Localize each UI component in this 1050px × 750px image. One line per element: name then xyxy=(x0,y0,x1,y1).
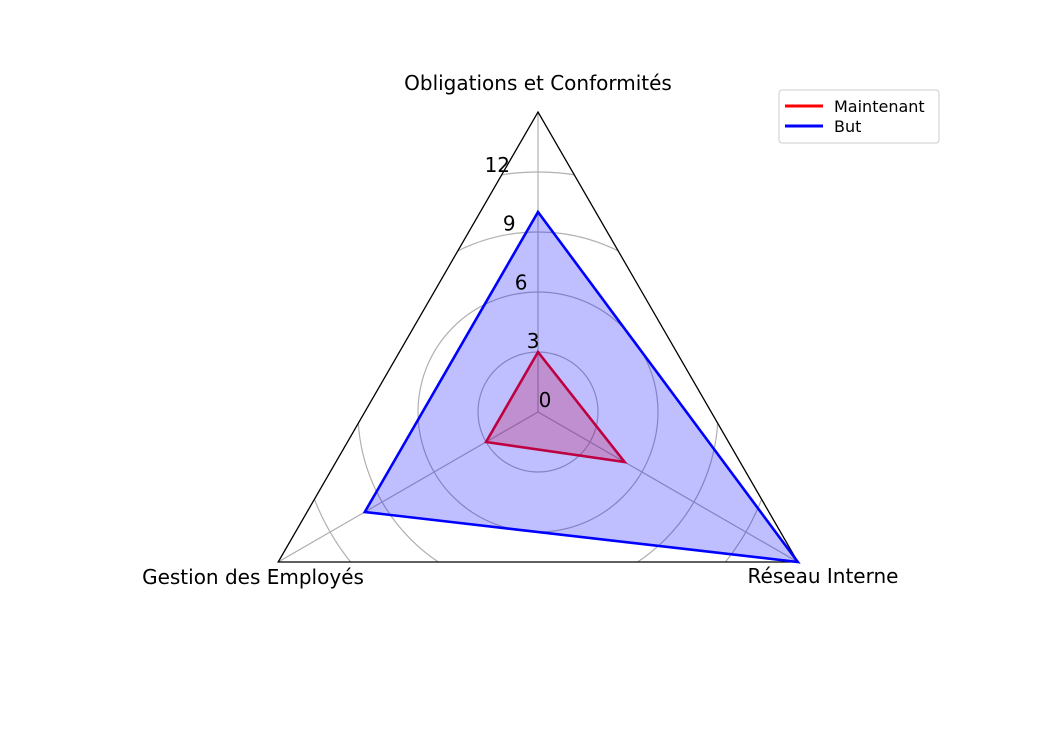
r-tick-label: 6 xyxy=(515,270,528,294)
r-tick-label: 12 xyxy=(485,153,510,177)
radar-series xyxy=(362,209,801,564)
axis-label-1: Réseau Interne xyxy=(748,564,899,588)
radial-tick-labels: 0 3 6 9 12 xyxy=(485,153,552,412)
radar-frame xyxy=(277,110,799,563)
series-area-but xyxy=(364,212,798,562)
series-line-maintenant xyxy=(483,349,628,464)
axis-label-2: Gestion des Employés xyxy=(142,565,364,589)
legend: Maintenant But xyxy=(778,89,940,144)
legend-box xyxy=(778,89,940,144)
axis-label-0: Obligations et Conformités xyxy=(404,71,672,95)
series-area-maintenant xyxy=(486,352,625,462)
grid-spoke xyxy=(278,411,539,562)
series-line-but xyxy=(362,209,801,564)
legend-label-but: But xyxy=(834,117,861,136)
r-tick-label: 3 xyxy=(527,329,540,353)
legend-label-maintenant: Maintenant xyxy=(834,97,925,116)
radar-frame-outline xyxy=(277,110,799,563)
r-tick-label: 0 xyxy=(539,388,552,412)
r-tick-label: 9 xyxy=(503,212,516,236)
grid-spoke xyxy=(537,411,798,562)
